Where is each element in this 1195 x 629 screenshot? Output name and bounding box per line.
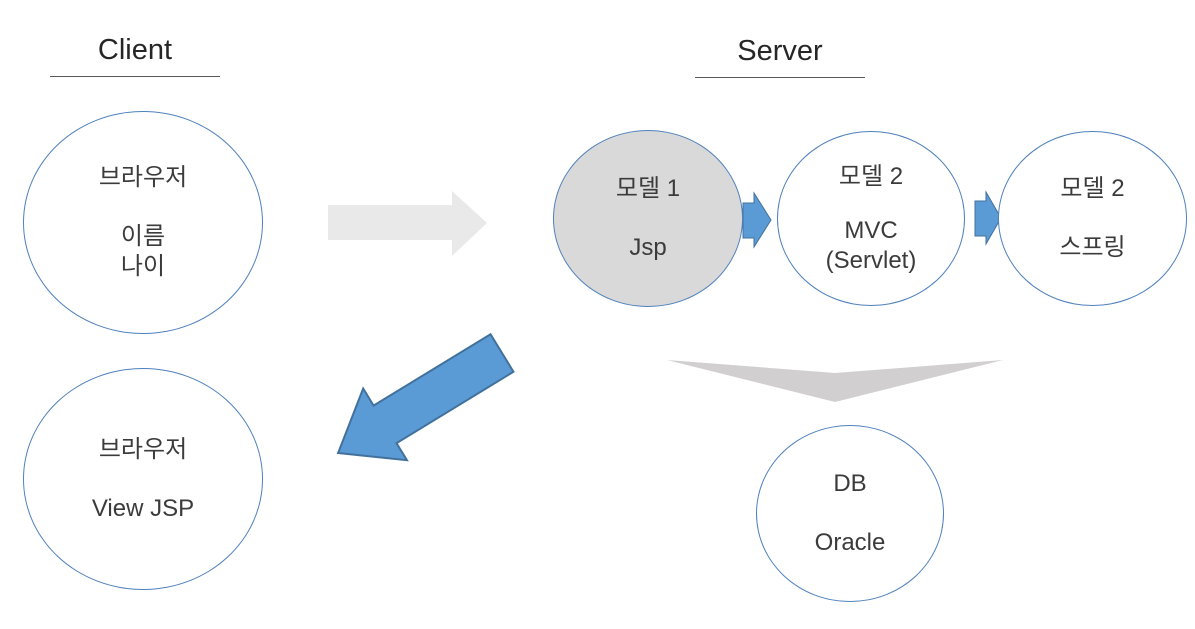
server-model2-line-mvc: MVC — [844, 216, 898, 244]
client-view-title: 브라우저 — [98, 435, 188, 463]
client-browser-title: 브라우저 — [98, 164, 188, 191]
model1-to-model2-arrow-icon — [742, 191, 772, 249]
client-browser-line-age: 나이 — [120, 253, 166, 280]
server-section-title: Server — [695, 33, 865, 78]
server-model1-circle: 모델 1 Jsp — [553, 130, 743, 307]
db-circle: DB Oracle — [756, 425, 944, 602]
client-browser-circle: 브라우저 이름 나이 — [23, 111, 263, 334]
server-model3-title: 모델 2 — [1060, 175, 1125, 202]
models-to-db-arrow-icon — [667, 360, 1003, 402]
client-to-server-arrow-icon — [328, 191, 487, 256]
server-model3-line: 스프링 — [1059, 234, 1126, 261]
server-model1-line: Jsp — [629, 234, 667, 261]
db-title: DB — [833, 470, 867, 497]
server-model2-line-servlet: (Servlet) — [825, 246, 917, 274]
client-view-circle: 브라우저 View JSP — [23, 368, 263, 590]
server-model2-circle: 모델 2 MVC (Servlet) — [777, 131, 965, 306]
model2-to-model3-arrow-icon — [974, 190, 1002, 246]
client-view-line: View JSP — [91, 494, 195, 522]
server-model1-title: 모델 1 — [615, 175, 681, 202]
server-to-client-arrow-icon — [336, 332, 515, 462]
server-model3-circle: 모델 2 스프링 — [998, 131, 1187, 306]
client-section-title: Client — [50, 32, 220, 77]
client-browser-line-name: 이름 — [120, 223, 166, 250]
db-line: Oracle — [814, 529, 886, 556]
server-model2-title: 모델 2 — [838, 162, 904, 190]
